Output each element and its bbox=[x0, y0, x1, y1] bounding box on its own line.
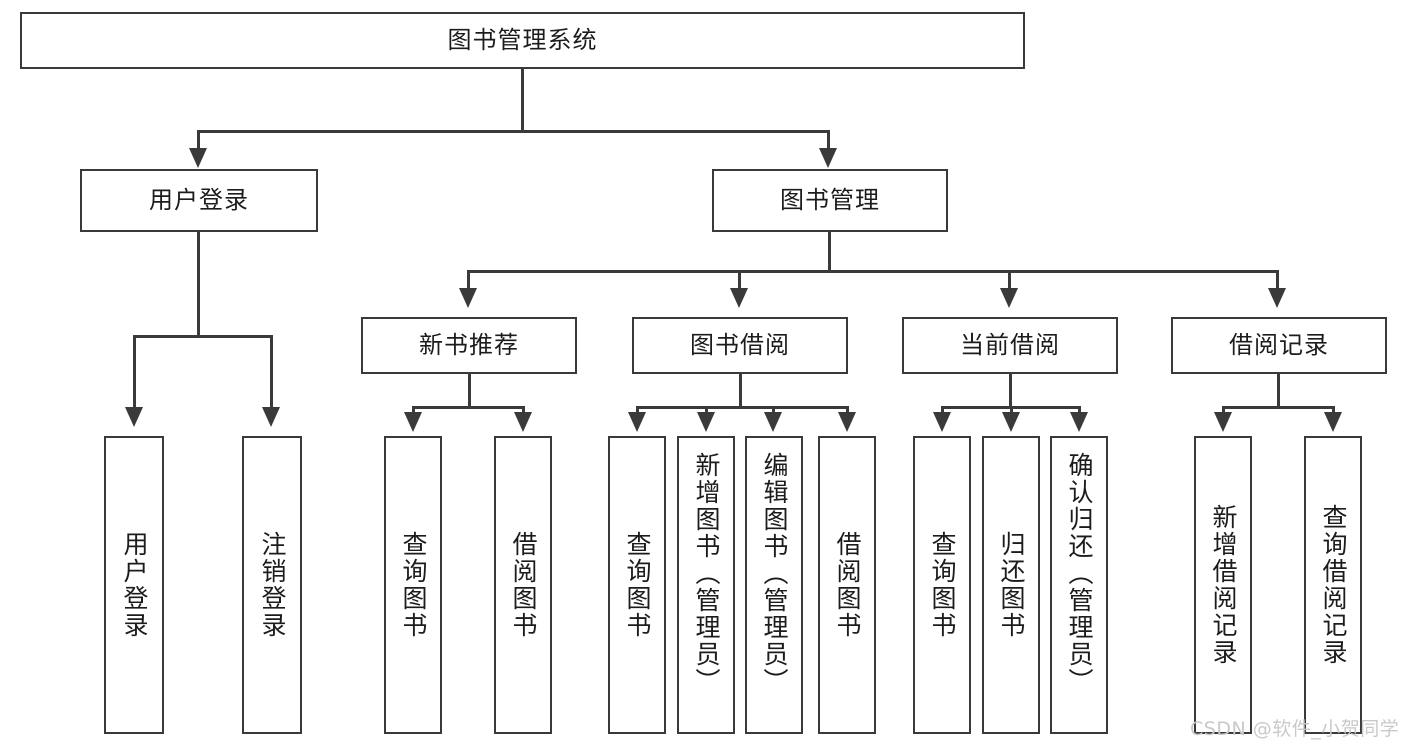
arrow-leaf-nb-borrow bbox=[514, 412, 532, 432]
arrow-to-borrow-record bbox=[1268, 288, 1286, 308]
node-book-management[interactable]: 图书管理 bbox=[712, 169, 948, 232]
edge-user-login-drop-1 bbox=[133, 335, 136, 411]
arrow-to-book-mgmt bbox=[819, 148, 837, 168]
arrow-leaf-bb-query bbox=[628, 412, 646, 432]
leaf-bb-add-book-label: 新增图书（管理员） bbox=[692, 452, 721, 695]
leaf-nb-borrow-book[interactable]: 借阅图书 bbox=[494, 436, 552, 734]
edge-book-mgmt-drop-2 bbox=[738, 270, 741, 292]
edge-root-to-user-login bbox=[197, 130, 200, 152]
leaf-bb-edit-book-label: 编辑图书（管理员） bbox=[760, 452, 789, 695]
edge-book-mgmt-drop-4 bbox=[1276, 270, 1279, 292]
arrow-leaf-logout bbox=[262, 407, 280, 427]
leaf-bb-borrow-book-label: 借阅图书 bbox=[833, 531, 862, 639]
edge-bb-drop-4 bbox=[846, 406, 849, 416]
edge-book-mgmt-drop-3 bbox=[1008, 270, 1011, 292]
edge-bb-drop-1 bbox=[636, 406, 639, 416]
node-new-book-recommend-label: 新书推荐 bbox=[419, 331, 519, 360]
edge-current-borrow-stem bbox=[1009, 374, 1012, 408]
node-user-login[interactable]: 用户登录 bbox=[80, 169, 318, 232]
arrow-to-current-borrow bbox=[1000, 288, 1018, 308]
leaf-logout-label: 注销登录 bbox=[258, 531, 287, 639]
edge-user-login-bus bbox=[133, 335, 273, 338]
edge-borrow-record-bus bbox=[1222, 406, 1335, 409]
arrow-leaf-bb-borrow bbox=[838, 412, 856, 432]
edge-bb-drop-3 bbox=[772, 406, 775, 416]
node-root[interactable]: 图书管理系统 bbox=[20, 12, 1025, 69]
arrow-to-new-book bbox=[459, 288, 477, 308]
edge-new-book-drop-1 bbox=[412, 406, 415, 416]
arrow-leaf-bb-edit bbox=[764, 412, 782, 432]
edge-br-drop-1 bbox=[1222, 406, 1225, 416]
edge-book-borrow-stem bbox=[739, 374, 742, 408]
edge-book-mgmt-drop-1 bbox=[467, 270, 470, 292]
leaf-cb-query-book[interactable]: 查询图书 bbox=[913, 436, 971, 734]
arrow-leaf-cb-query bbox=[933, 412, 951, 432]
node-book-management-label: 图书管理 bbox=[780, 186, 880, 215]
leaf-nb-borrow-book-label: 借阅图书 bbox=[509, 531, 538, 639]
edge-cb-drop-3 bbox=[1078, 406, 1081, 416]
leaf-br-query-record-label: 查询借阅记录 bbox=[1319, 504, 1348, 666]
leaf-nb-query-book-label: 查询图书 bbox=[399, 531, 428, 639]
edge-book-mgmt-bus bbox=[467, 270, 1279, 273]
leaf-bb-query-book-label: 查询图书 bbox=[623, 531, 652, 639]
edge-cb-drop-1 bbox=[941, 406, 944, 416]
leaf-bb-edit-book[interactable]: 编辑图书（管理员） bbox=[745, 436, 803, 734]
leaf-br-add-record-label: 新增借阅记录 bbox=[1209, 504, 1238, 666]
edge-user-login-drop-2 bbox=[270, 335, 273, 411]
leaf-logout[interactable]: 注销登录 bbox=[242, 436, 302, 734]
leaf-nb-query-book[interactable]: 查询图书 bbox=[384, 436, 442, 734]
leaf-bb-query-book[interactable]: 查询图书 bbox=[608, 436, 666, 734]
edge-root-stem bbox=[521, 69, 524, 132]
edge-br-drop-2 bbox=[1332, 406, 1335, 416]
node-borrow-record-label: 借阅记录 bbox=[1229, 331, 1329, 360]
edge-new-book-stem bbox=[468, 374, 471, 408]
arrow-leaf-bb-add bbox=[697, 412, 715, 432]
node-current-borrow[interactable]: 当前借阅 bbox=[902, 317, 1118, 374]
edge-bb-drop-2 bbox=[705, 406, 708, 416]
arrow-leaf-br-query bbox=[1324, 412, 1342, 432]
leaf-user-login[interactable]: 用户登录 bbox=[104, 436, 164, 734]
leaf-br-query-record[interactable]: 查询借阅记录 bbox=[1304, 436, 1362, 734]
leaf-cb-return-book-label: 归还图书 bbox=[997, 531, 1026, 639]
leaf-cb-confirm-return-label: 确认归还（管理员） bbox=[1065, 452, 1094, 695]
leaf-cb-return-book[interactable]: 归还图书 bbox=[982, 436, 1040, 734]
leaf-cb-query-book-label: 查询图书 bbox=[928, 531, 957, 639]
node-user-login-label: 用户登录 bbox=[149, 186, 249, 215]
node-new-book-recommend[interactable]: 新书推荐 bbox=[361, 317, 577, 374]
arrow-leaf-cb-return bbox=[1002, 412, 1020, 432]
node-book-borrow-label: 图书借阅 bbox=[690, 331, 790, 360]
arrow-to-book-borrow bbox=[730, 288, 748, 308]
edge-new-book-bus bbox=[412, 406, 525, 409]
arrow-leaf-br-add bbox=[1214, 412, 1232, 432]
arrow-leaf-cb-confirm bbox=[1070, 412, 1088, 432]
edge-cb-drop-2 bbox=[1010, 406, 1013, 416]
leaf-br-add-record[interactable]: 新增借阅记录 bbox=[1194, 436, 1252, 734]
arrow-leaf-nb-query bbox=[404, 412, 422, 432]
edge-new-book-drop-2 bbox=[522, 406, 525, 416]
node-current-borrow-label: 当前借阅 bbox=[960, 331, 1060, 360]
leaf-bb-add-book[interactable]: 新增图书（管理员） bbox=[677, 436, 735, 734]
arrow-leaf-user-login bbox=[125, 407, 143, 427]
node-root-label: 图书管理系统 bbox=[447, 26, 598, 55]
leaf-user-login-label: 用户登录 bbox=[120, 531, 149, 639]
edge-root-to-book-mgmt bbox=[827, 130, 830, 152]
edge-book-borrow-bus bbox=[636, 406, 849, 409]
edge-root-bus bbox=[197, 130, 830, 133]
edge-book-mgmt-stem bbox=[828, 232, 831, 272]
node-borrow-record[interactable]: 借阅记录 bbox=[1171, 317, 1387, 374]
leaf-cb-confirm-return[interactable]: 确认归还（管理员） bbox=[1050, 436, 1108, 734]
leaf-bb-borrow-book[interactable]: 借阅图书 bbox=[818, 436, 876, 734]
node-book-borrow[interactable]: 图书借阅 bbox=[632, 317, 848, 374]
edge-user-login-stem bbox=[197, 232, 200, 337]
edge-borrow-record-stem bbox=[1277, 374, 1280, 408]
arrow-to-user-login bbox=[189, 148, 207, 168]
